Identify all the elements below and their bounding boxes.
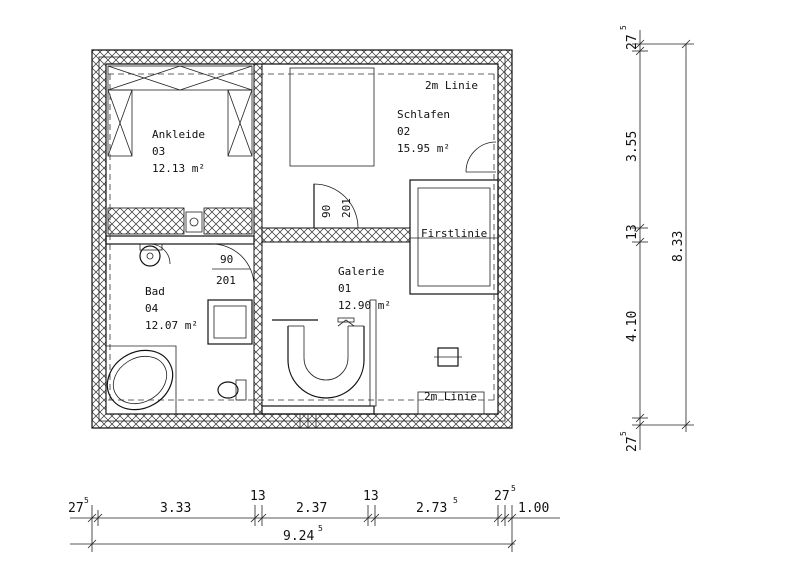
- dim-seg7: 27: [494, 489, 510, 504]
- room-area-galerie: 12.90 m²: [338, 299, 391, 312]
- bad-door-width-label: 90: [220, 253, 233, 266]
- room-area-bad: 12.07 m²: [145, 319, 198, 332]
- outer-wall: [91, 49, 513, 429]
- dim-right-a: 3.55: [625, 131, 640, 162]
- two-meter-line-label-bottom: 2m Linie: [424, 390, 477, 403]
- dim-seg8: 1.00: [518, 501, 549, 516]
- stair-void: [409, 179, 499, 295]
- dim-right-top-sup: 5: [619, 25, 628, 30]
- dim-seg5: 13: [363, 489, 379, 504]
- room-number-schlafen: 02: [397, 125, 410, 138]
- dim-right-b: 13: [625, 224, 640, 240]
- room-name-schlafen: Schlafen: [397, 108, 450, 121]
- dim-seg2: 3.33: [160, 501, 191, 516]
- room-area-ankleide: 12.13 m²: [152, 162, 205, 175]
- room-area-schlafen: 15.95 m²: [397, 142, 450, 155]
- firstlinie-label: Firstlinie: [421, 227, 487, 240]
- room-name-bad: Bad: [145, 285, 165, 298]
- dim-right-bottom: 27: [625, 436, 640, 452]
- dim-seg7-sup: 5: [511, 484, 516, 493]
- bad-door-height-label: 201: [216, 274, 236, 287]
- interior-walls: [105, 63, 411, 415]
- dim-right-total: 8.33: [671, 231, 686, 262]
- bed: [289, 67, 375, 167]
- dim-seg3: 13: [250, 489, 266, 504]
- gallery-stair: [272, 317, 462, 399]
- dim-right-c: 4.10: [625, 311, 640, 342]
- door-width-label: 90: [320, 205, 333, 218]
- door-swings: [149, 141, 497, 287]
- room-name-galerie: Galerie: [338, 265, 384, 278]
- door-height-label: 201: [340, 198, 353, 218]
- dim-right-bottom-sup: 5: [619, 431, 628, 436]
- dim-seg6-sup: 5: [453, 496, 458, 505]
- bottom-dimensions: 27 5 3.33 13 2.37 13 2.73 5 27 5 1.00 9.…: [68, 484, 560, 552]
- dim-right-top: 27: [625, 34, 640, 50]
- room-number-galerie: 01: [338, 282, 351, 295]
- room-number-bad: 04: [145, 302, 159, 315]
- two-meter-lines: [108, 73, 498, 401]
- dim-seg6: 2.73: [416, 501, 447, 516]
- dim-seg4: 2.37: [296, 501, 327, 516]
- dim-seg1-sup: 5: [84, 496, 89, 505]
- bathroom-fixtures: [105, 243, 253, 415]
- dim-total-width: 9.24: [283, 529, 314, 544]
- right-dimensions: 27 5 3.55 13 4.10 27 5 8.33: [619, 25, 694, 452]
- two-meter-line-label-top: 2m Linie: [425, 79, 478, 92]
- room-number-ankleide: 03: [152, 145, 165, 158]
- room-name-ankleide: Ankleide: [152, 128, 205, 141]
- dim-total-width-sup: 5: [318, 524, 323, 533]
- dim-seg1: 27: [68, 501, 84, 516]
